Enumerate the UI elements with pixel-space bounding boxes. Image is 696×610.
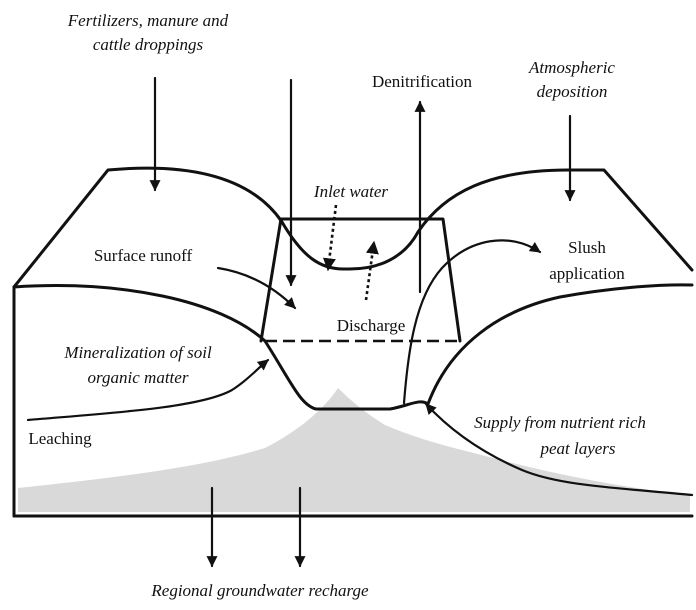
label-leaching: Leaching — [28, 429, 92, 448]
label-denitrification: Denitrification — [372, 72, 473, 91]
label-mineralization-line2: organic matter — [88, 368, 189, 387]
label-mineralization-line1: Mineralization of soil — [63, 343, 212, 362]
label-fertilizers-line2: cattle droppings — [93, 35, 204, 54]
label-fertilizers-line1: Fertilizers, manure and — [67, 11, 229, 30]
label-supply-line2: peat layers — [539, 439, 615, 458]
label-discharge: Discharge — [337, 316, 406, 335]
label-atmospheric-line1: Atmospheric — [528, 58, 615, 77]
slush-application-arrow — [404, 240, 540, 403]
label-slush-line1: Slush — [568, 238, 606, 257]
label-supply-line1: Supply from nutrient rich — [474, 413, 646, 432]
label-slush-line2: application — [549, 264, 625, 283]
inlet-water-dotted-arrow — [328, 205, 336, 270]
label-inlet-water: Inlet water — [313, 182, 389, 201]
surface-runoff-arrow — [218, 268, 295, 308]
discharge-dotted-arrow — [366, 242, 374, 300]
label-groundwater-recharge: Regional groundwater recharge — [150, 581, 369, 600]
label-surface-runoff: Surface runoff — [94, 246, 193, 265]
label-atmospheric-line2: deposition — [537, 82, 608, 101]
